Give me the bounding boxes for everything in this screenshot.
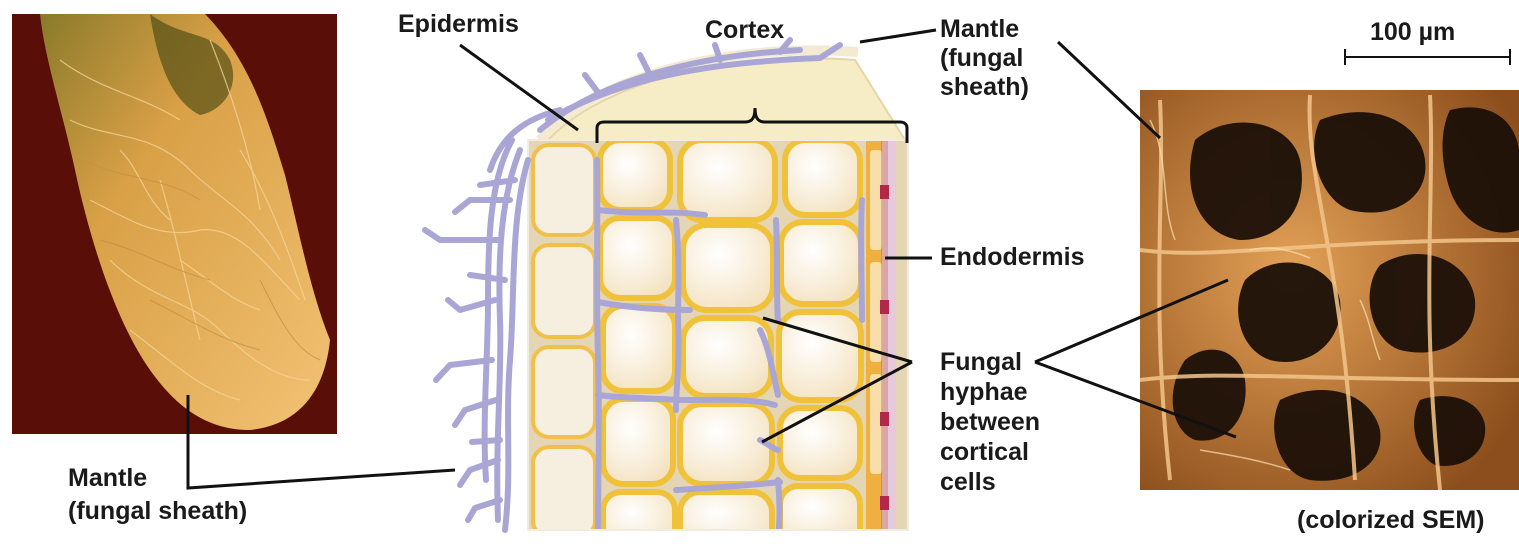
epidermis-leader — [460, 45, 578, 130]
cortex-cells — [600, 140, 861, 544]
sem-caption: (colorized SEM) — [1297, 506, 1485, 535]
fungal-hyphae-line-3: between — [940, 407, 1040, 437]
mantle-left-label: Mantle (fungal sheath) — [68, 462, 247, 528]
sem-image — [1140, 90, 1519, 490]
fungal-hyphae-line-2: hyphae — [940, 377, 1040, 407]
epidermis-label: Epidermis — [398, 10, 519, 39]
scale-bar — [1345, 49, 1510, 65]
fungal-hyphae-line-4: cortical — [940, 437, 1040, 467]
cortex-label: Cortex — [705, 16, 784, 45]
root-cross-section — [425, 40, 908, 544]
fungal-hyphae-label: Fungal hyphae between cortical cells — [940, 347, 1040, 497]
mantle-right-line-3: sheath) — [940, 73, 1029, 102]
fungal-hyphae-line-1: Fungal — [940, 347, 1040, 377]
root-tip-photo — [12, 14, 337, 434]
mantle-right-label: Mantle (fungal sheath) — [940, 15, 1029, 102]
mantle-left-line-1: Mantle — [68, 462, 247, 495]
mantle-right-line-2: (fungal — [940, 44, 1029, 73]
mantle-left-line-2: (fungal sheath) — [68, 495, 247, 528]
endodermis-label: Endodermis — [940, 243, 1084, 272]
fungal-hyphae-line-5: cells — [940, 467, 1040, 497]
scale-bar-label: 100 µm — [1370, 18, 1455, 47]
mantle-right-line-1: Mantle — [940, 15, 1029, 44]
mantle-right-leader-a — [860, 30, 936, 42]
endodermis-layer — [866, 140, 896, 530]
